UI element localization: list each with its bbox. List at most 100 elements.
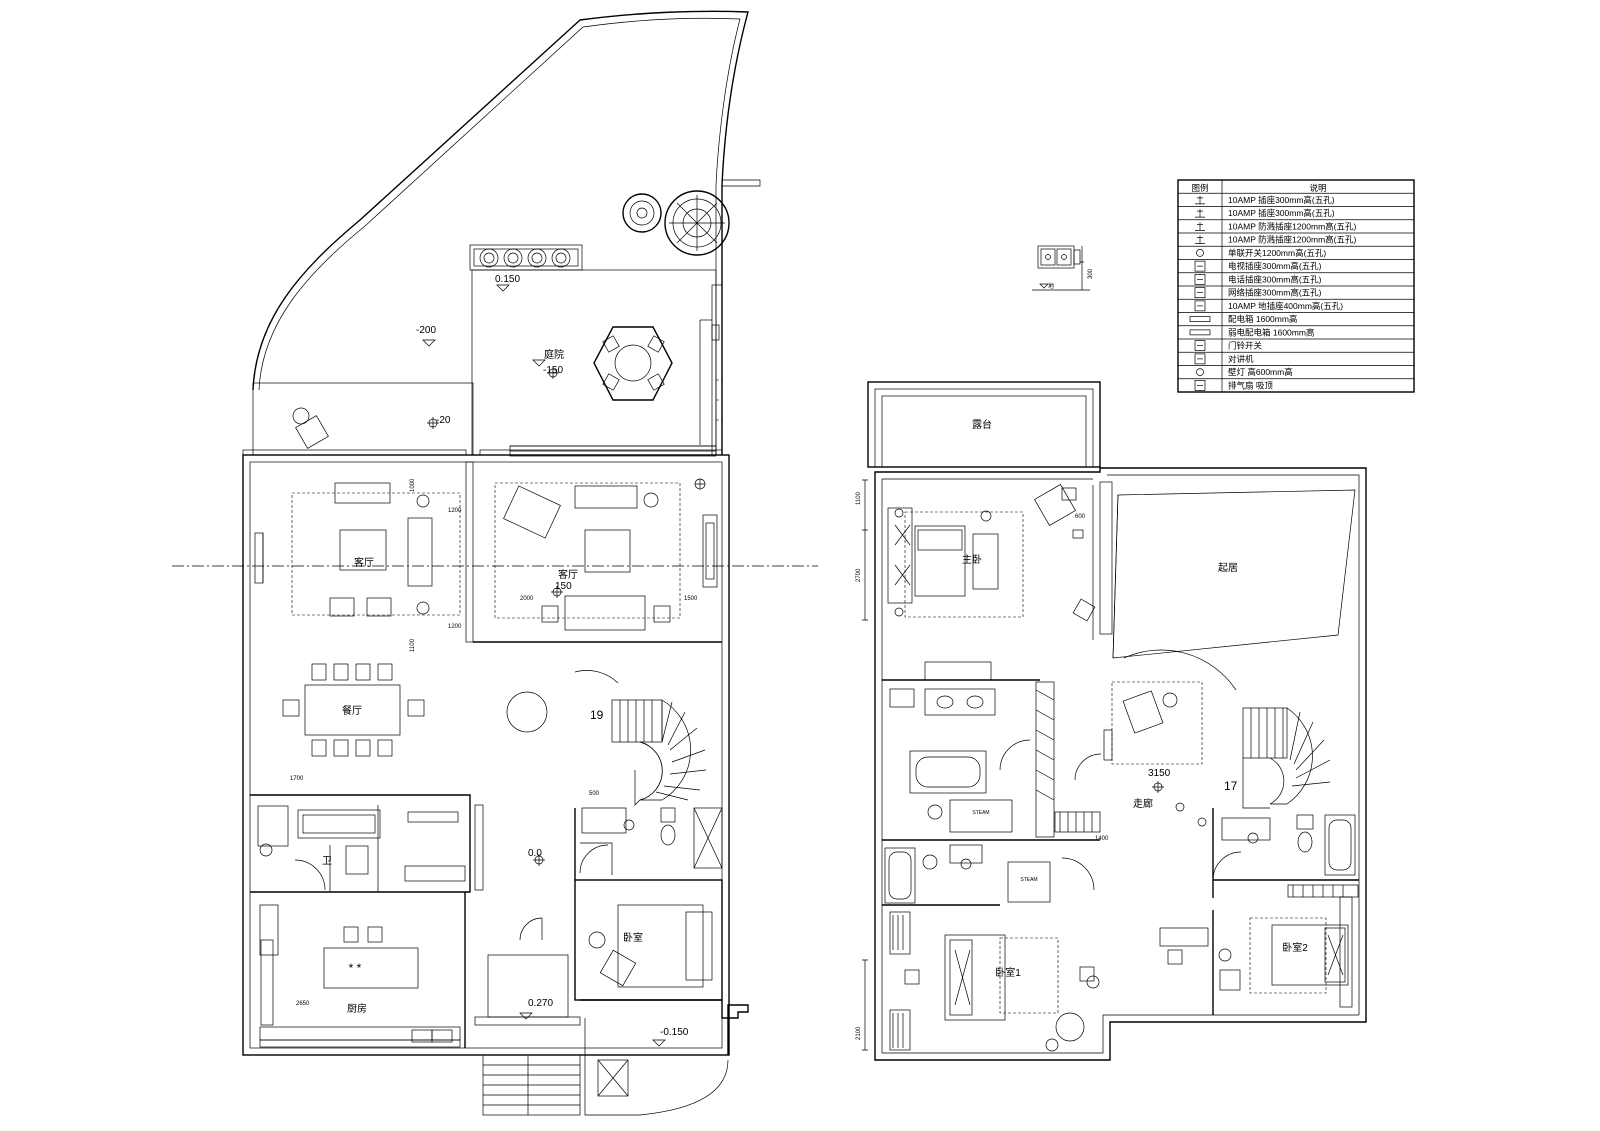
outdoor-dining-set bbox=[593, 326, 673, 401]
legend-row: 壁灯 高600mm高 bbox=[1178, 367, 1414, 380]
level-markers bbox=[422, 284, 666, 1047]
upper-floor-outer-wall bbox=[874, 467, 1367, 1061]
legend-text: 10AMP 防溅插座1200mm高(五孔) bbox=[1228, 221, 1356, 231]
dim-label: 2100 bbox=[856, 1026, 862, 1040]
socket-1200b-icon bbox=[1195, 235, 1205, 244]
legend-text: 壁灯 高600mm高 bbox=[1228, 367, 1293, 377]
room-bath: 卫 bbox=[322, 856, 332, 867]
kitchen: * * bbox=[259, 904, 461, 1048]
level-terrace: -20 bbox=[436, 415, 451, 426]
legend-text: 对讲机 bbox=[1228, 354, 1254, 364]
data-socket-icon bbox=[1194, 287, 1206, 298]
legend-text: 电视插座300mm高(五孔) bbox=[1228, 261, 1322, 271]
dim-label: 1700 bbox=[290, 776, 304, 782]
tree-icon bbox=[622, 190, 730, 256]
dim-label: 1500 bbox=[684, 596, 698, 602]
dim-label: 1200 bbox=[448, 508, 462, 514]
legend-text: 网络插座300mm高(五孔) bbox=[1228, 288, 1322, 298]
upper-floor-plan: STEAM STEAM bbox=[856, 381, 1367, 1061]
room-balcony: 露台 bbox=[972, 418, 992, 431]
legend-row: 10AMP 防溅插座1200mm高(五孔) bbox=[1178, 221, 1414, 234]
intercom-icon bbox=[1194, 353, 1206, 365]
legend-text: 弱电配电箱 1600mm高 bbox=[1228, 327, 1314, 337]
level-garden-b: -150 bbox=[543, 365, 563, 376]
doorbell-icon bbox=[1194, 340, 1206, 351]
legend-text: 10AMP 插座300mm高(五孔) bbox=[1228, 208, 1335, 218]
socket-300b-icon bbox=[1195, 209, 1205, 218]
legend-text: 10AMP 防溅插座1200mm高(五孔) bbox=[1228, 235, 1356, 245]
light-marker bbox=[1152, 781, 1207, 827]
ground-floor-outer-wall bbox=[242, 454, 730, 1056]
garden-boundary bbox=[252, 10, 749, 455]
dim-label: 1100 bbox=[856, 491, 862, 505]
entry bbox=[474, 917, 581, 1116]
steam-label-1: STEAM bbox=[972, 810, 989, 816]
legend-text: 单联开关1200mm高(五孔) bbox=[1228, 248, 1326, 258]
light-marker bbox=[427, 367, 563, 866]
socket-detail: 300 地 bbox=[1032, 245, 1094, 291]
panel-b-icon bbox=[1189, 329, 1211, 336]
dim-label: 500 bbox=[589, 791, 600, 797]
level-upper-hall: 3150 bbox=[1148, 768, 1171, 779]
room-dining: 餐厅 bbox=[342, 704, 362, 717]
room-master-bedroom: 主卧 bbox=[962, 553, 982, 566]
shrub-icon bbox=[479, 248, 571, 268]
room-bedroom-2: 卧室2 bbox=[1282, 941, 1308, 954]
guest-bedroom bbox=[574, 879, 723, 1001]
legend-row: 单联开关1200mm高(五孔) bbox=[1178, 248, 1414, 260]
dim-label: 1000 bbox=[410, 478, 416, 492]
dim-label: 1100 bbox=[410, 638, 416, 652]
legend-row: 门铃开关 bbox=[1178, 340, 1414, 353]
floor-socket-icon bbox=[1194, 300, 1206, 312]
master-bath: STEAM bbox=[889, 661, 1101, 838]
level-garden-a: -200 bbox=[416, 325, 436, 336]
room-corridor: 走廊 bbox=[1133, 797, 1153, 810]
dim-label: 1400 bbox=[1095, 836, 1109, 842]
upper-stair bbox=[1242, 707, 1331, 809]
dim-label: 2700 bbox=[856, 568, 862, 582]
room-living-1: 客厅 bbox=[354, 556, 374, 569]
socket-1200-icon bbox=[1195, 222, 1205, 231]
room-kitchen: 厨房 bbox=[347, 1002, 367, 1015]
legend-text: 门铃开关 bbox=[1228, 341, 1263, 351]
bath-2 bbox=[574, 807, 723, 880]
legend-row: 对讲机 bbox=[1178, 353, 1414, 366]
legend-row: 配电箱 1600mm高 bbox=[1178, 314, 1414, 327]
legend-row: 网络插座300mm高(五孔) bbox=[1178, 287, 1414, 300]
legend-row: 10AMP 地插座400mm高(五孔) bbox=[1178, 300, 1414, 313]
legend-text: 配电箱 1600mm高 bbox=[1228, 314, 1297, 324]
void-area bbox=[1112, 489, 1356, 659]
legend-row: 10AMP 插座300mm高(五孔) bbox=[1178, 208, 1414, 221]
bath-1 bbox=[257, 804, 484, 892]
dim-label: 600 bbox=[1075, 514, 1086, 520]
detail-note: 地 bbox=[1048, 282, 1054, 290]
light-icon bbox=[1196, 368, 1204, 376]
legend-row: 10AMP 插座300mm高(五孔) bbox=[1178, 195, 1414, 207]
steam-label-2: STEAM bbox=[1020, 877, 1037, 883]
legend-text: 电话插座300mm高(五孔) bbox=[1228, 274, 1322, 284]
lounge-chair bbox=[292, 407, 329, 449]
panel-icon bbox=[1189, 316, 1211, 322]
socket-300-icon bbox=[1195, 195, 1205, 205]
bedroom-2 bbox=[1159, 884, 1359, 1015]
legend-header-desc: 说明 bbox=[1309, 183, 1326, 193]
legend-row: 电视插座300mm高(五孔) bbox=[1178, 260, 1414, 274]
detail-dim: 300 bbox=[1088, 268, 1094, 279]
legend-row: 电话插座300mm高(五孔) bbox=[1178, 274, 1414, 287]
dining-area bbox=[282, 663, 548, 757]
level-tea: 150 bbox=[555, 581, 572, 592]
master-bedroom bbox=[887, 481, 1113, 640]
switch-1200-icon bbox=[1196, 249, 1204, 257]
svg-text:* *: * * bbox=[349, 961, 362, 975]
bath-4 bbox=[1212, 808, 1359, 898]
room-living-2: 客厅 bbox=[558, 568, 578, 581]
dim-label: 1200 bbox=[448, 624, 462, 630]
stair-count-ground: 19 bbox=[590, 708, 604, 722]
legend-text: 10AMP 地插座400mm高(五孔) bbox=[1228, 301, 1343, 311]
room-garden: 庭院 bbox=[544, 348, 564, 361]
planter bbox=[469, 244, 583, 271]
ground-stair bbox=[574, 670, 707, 806]
ground-floor-plan: * * bbox=[242, 10, 761, 1116]
upper-lounge bbox=[1074, 649, 1237, 781]
